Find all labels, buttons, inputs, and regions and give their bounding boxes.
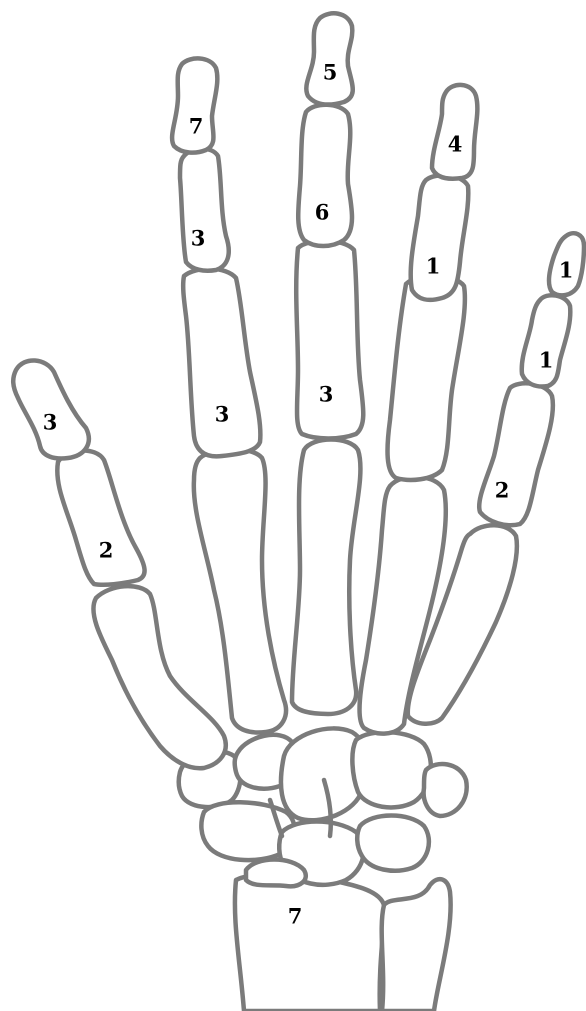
little-middle-phalanx bbox=[57, 450, 144, 584]
label-ring-middle: 3 bbox=[191, 226, 206, 251]
carpal-bone-9 bbox=[246, 860, 306, 887]
little-metacarpal bbox=[93, 586, 225, 768]
radius-bone bbox=[235, 875, 384, 1011]
carpal-bone-5 bbox=[424, 764, 467, 816]
middle-finger: 5 6 3 bbox=[292, 13, 363, 714]
ring-proximal-phalanx bbox=[183, 269, 260, 457]
index-proximal-phalanx bbox=[388, 276, 465, 480]
label-index-proximal: 1 bbox=[426, 254, 441, 279]
middle-proximal-phalanx bbox=[296, 241, 363, 439]
ring-metacarpal bbox=[194, 449, 286, 732]
label-thumb-middle: 1 bbox=[539, 348, 554, 373]
ulna-bone bbox=[382, 879, 451, 1011]
label-ring-proximal: 3 bbox=[215, 402, 230, 427]
middle-metacarpal bbox=[292, 440, 360, 715]
label-little-middle: 2 bbox=[99, 538, 114, 563]
forearm bbox=[235, 875, 451, 1011]
ring-finger: 7 3 3 bbox=[172, 58, 286, 732]
ring-middle-phalanx bbox=[180, 149, 229, 271]
label-index-distal: 4 bbox=[448, 132, 463, 157]
carpal-bone-4 bbox=[352, 732, 430, 807]
label-radius: 7 bbox=[288, 904, 303, 929]
label-little-distal: 3 bbox=[43, 410, 58, 435]
label-thumb-distal: 1 bbox=[559, 258, 574, 283]
middle-middle-phalanx bbox=[298, 105, 352, 246]
label-middle-proximal: 3 bbox=[319, 382, 334, 407]
thumb-middle-phalanx bbox=[522, 295, 571, 386]
thumb-proximal-phalanx bbox=[479, 383, 553, 525]
label-middle-middle: 6 bbox=[315, 200, 330, 225]
label-thumb-proximal: 2 bbox=[495, 478, 510, 503]
label-middle-distal: 5 bbox=[323, 60, 338, 85]
carpal-bone-8 bbox=[357, 816, 429, 871]
label-ring-distal: 7 bbox=[189, 114, 204, 139]
